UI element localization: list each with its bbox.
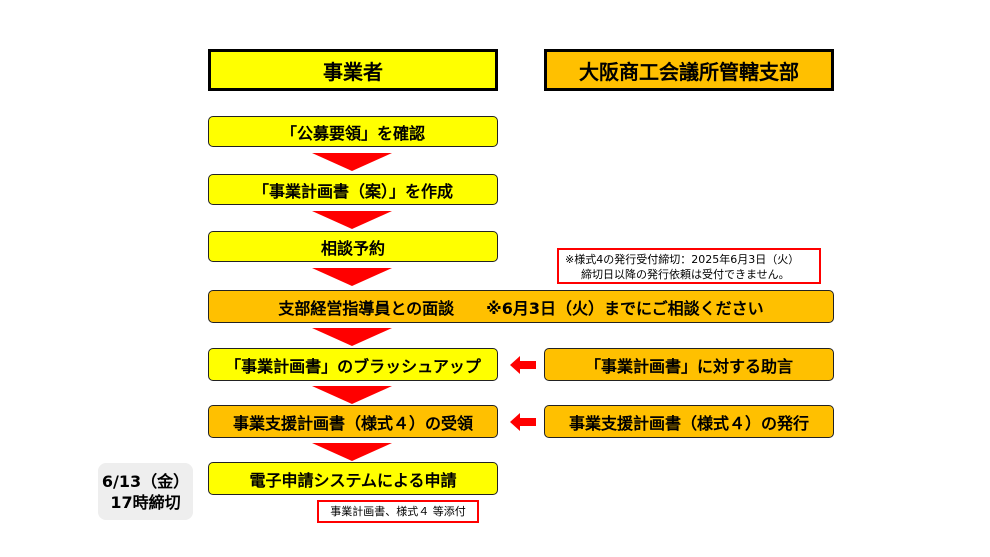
left-arrow-icon xyxy=(510,413,536,431)
header-business-operator: 事業者 xyxy=(208,49,498,91)
step-interview: 支部経営指導員との面談 ※6月3日（火）までにご相談ください xyxy=(208,290,834,323)
deadline-date: 6/13（金） xyxy=(101,471,190,491)
deadline-note-line2: 締切日以降の発行依頼は受付できません。 xyxy=(581,268,790,281)
down-arrow-icon xyxy=(312,443,392,461)
branch-advice: 「事業計画書」に対する助言 xyxy=(544,348,834,381)
branch-issue-form4: 事業支援計画書（様式４）の発行 xyxy=(544,405,834,438)
down-arrow-icon xyxy=(312,386,392,404)
down-arrow-icon xyxy=(312,153,392,171)
down-arrow-icon xyxy=(312,268,392,286)
step-brushup: 「事業計画書」のブラッシュアップ xyxy=(208,348,498,381)
down-arrow-icon xyxy=(312,328,392,346)
step-create-plan: 「事業計画書（案）」を作成 xyxy=(208,174,498,205)
down-arrow-icon xyxy=(312,211,392,229)
step-check-guidelines: 「公募要領」を確認 xyxy=(208,116,498,147)
application-deadline: 6/13（金） 17時締切 xyxy=(98,463,193,520)
step-book-consultation: 相談予約 xyxy=(208,231,498,262)
header-chamber-branch: 大阪商工会議所管轄支部 xyxy=(544,49,834,91)
deadline-note: ※様式4の発行受付締切：2025年6月3日（火） 締切日以降の発行依頼は受付でき… xyxy=(557,248,821,284)
step-receive-form4: 事業支援計画書（様式４）の受領 xyxy=(208,405,498,438)
deadline-time: 17時締切 xyxy=(110,492,181,512)
left-arrow-icon xyxy=(510,356,536,374)
step-electronic-application: 電子申請システムによる申請 xyxy=(208,462,498,495)
attachment-note: 事業計画書、様式４ 等添付 xyxy=(317,500,479,523)
deadline-note-line1: ※様式4の発行受付締切：2025年6月3日（火） xyxy=(565,253,800,266)
